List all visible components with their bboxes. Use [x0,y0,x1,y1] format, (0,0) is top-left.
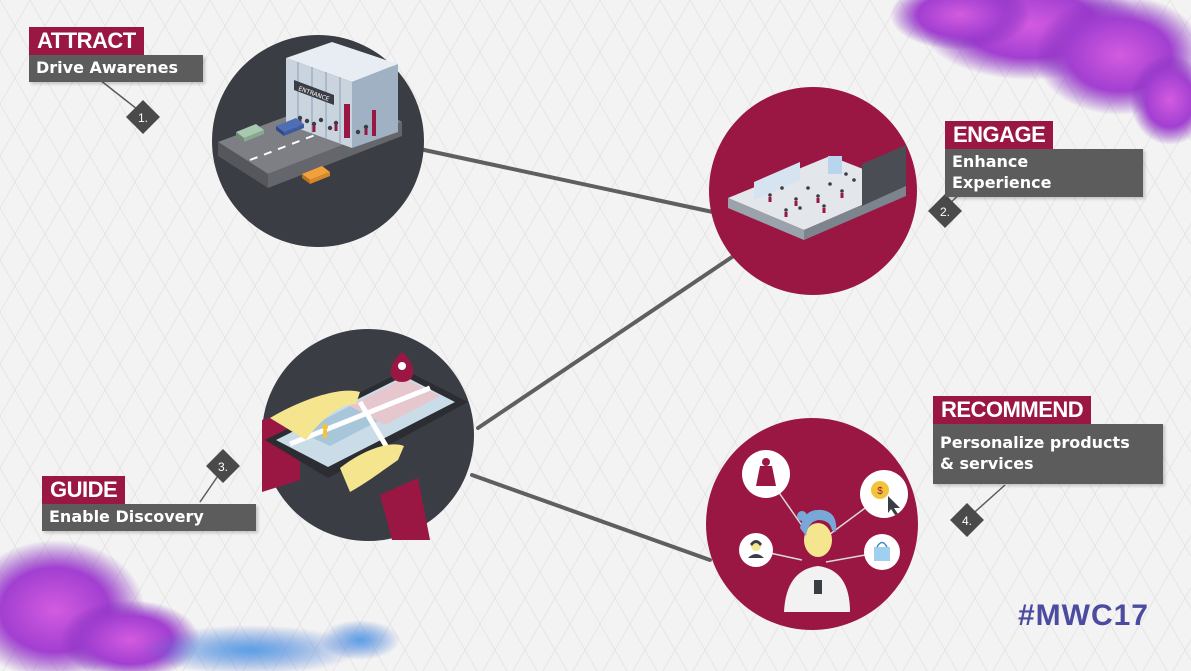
step-badge-2: 2. [928,194,962,228]
shopping-bag-icon [864,534,900,570]
step-subtitle-attract: Drive Awarenes [29,55,203,82]
step-number-2: 2. [940,205,950,219]
step-subtitle-recommend: Personalize products & services [933,424,1163,484]
step-subtitle-engage: Enhance Experience [945,149,1143,197]
connector-lines [413,146,737,562]
step-number-1: 1. [138,111,148,125]
engage-illustration [709,87,917,295]
step-title-engage: ENGAGE [945,121,1054,149]
attract-illustration: ENTRANCE [212,35,424,247]
recommend-illustration: $ [706,418,918,630]
step-badge-3: 3. [206,449,240,483]
connector-2-3 [476,253,737,430]
connector-1-2 [413,146,724,216]
event-hashtag: #MWC17 [1017,599,1149,632]
car-blue [276,118,304,136]
car-green [236,124,264,142]
step-title-guide: GUIDE [42,476,126,504]
step-label-engage: ENGAGE Enhance Experience [945,121,1143,197]
step-title-attract: ATTRACT [29,27,144,55]
step-badge-1: 1. [126,100,160,134]
step-label-attract: ATTRACT Drive Awarenes [29,27,203,82]
step-subtitle-guide: Enable Discovery [42,504,256,531]
user-avatar-icon [739,533,773,567]
step-number-4: 4. [962,514,972,528]
svg-text:$: $ [877,486,883,497]
ink-cloud-bottom-left [0,540,400,671]
step-label-guide: GUIDE Enable Discovery [42,476,256,531]
step-number-3: 3. [218,460,228,474]
ink-cloud-top-right [890,0,1191,145]
step-title-recommend: RECOMMEND [933,396,1092,424]
car-orange [302,166,330,184]
connector-3-4 [470,473,712,562]
guide-illustration [262,329,474,541]
step-badge-4: 4. [950,503,984,537]
coin-cursor-icon: $ [860,470,908,518]
step-label-recommend: RECOMMEND Personalize products & service… [933,396,1163,484]
dress-icon [742,450,790,498]
shopper-figure [784,509,850,612]
